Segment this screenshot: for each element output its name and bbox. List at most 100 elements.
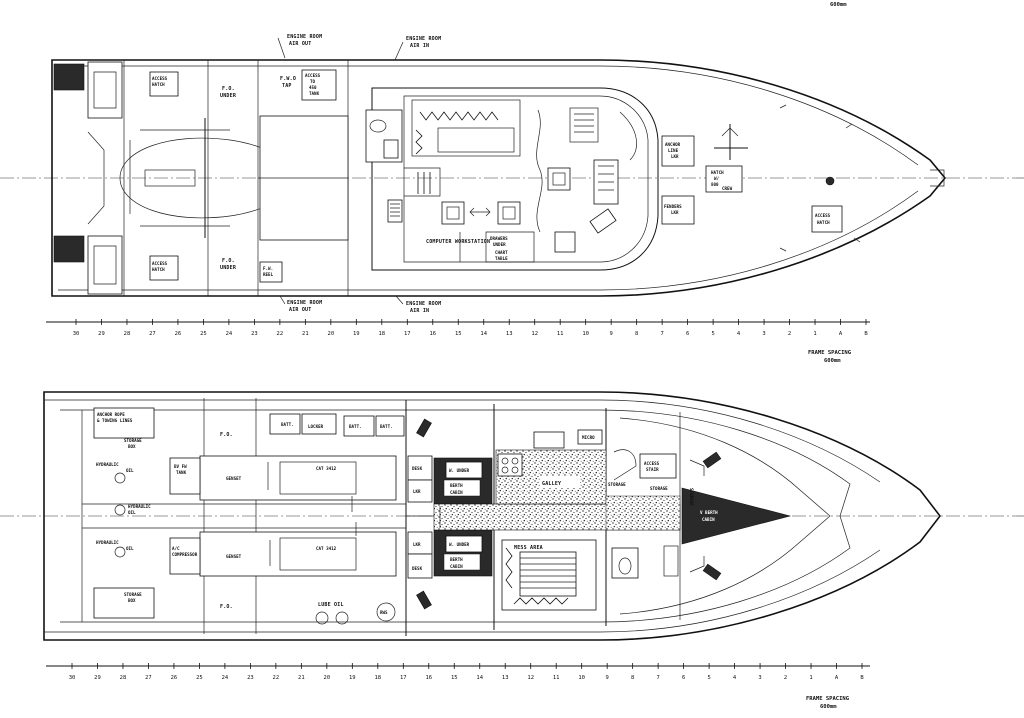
v-berth-l1: V BERTH — [700, 510, 718, 515]
plan-tick-label: 17 — [404, 331, 411, 337]
berth-bottom-l1: BERTH — [450, 557, 463, 562]
fo-under-top-l2: UNDER — [220, 93, 237, 99]
fw-reel-l2: REEL — [263, 272, 274, 277]
lower-tick-label: 7 — [656, 675, 659, 681]
hatch-crew-l2: W/ — [714, 176, 720, 181]
cat-bottom-label: CAT 3412 — [316, 546, 337, 551]
plan-tick-label: 23 — [251, 331, 258, 337]
plan-tick-label: 20 — [328, 331, 335, 337]
fo-under-top-l1: F.O. — [222, 86, 235, 92]
hydraulic-oil-top-l1: HYDRAULIC — [96, 462, 119, 467]
storage-top-l2: BOX — [128, 444, 136, 449]
lower-tick-label: 6 — [682, 675, 685, 681]
plan-frame-spacing-l1: FRAME SPACING — [808, 350, 852, 356]
genset-bottom-label: GENSET — [226, 554, 242, 559]
er-air-in-bottom-l1: ENGINE ROOM — [406, 301, 441, 307]
lower-tick-label: 14 — [476, 675, 483, 681]
lower-tick-label: 9 — [606, 675, 609, 681]
lower-tick-label: 11 — [553, 675, 560, 681]
corner-note: 600mm — [830, 2, 847, 8]
plan-tick-label: 1 — [813, 331, 816, 337]
chart-table-l1: CHART — [495, 250, 508, 255]
bv-fw-tank-l2: TANK — [176, 470, 187, 475]
lower-tick-label: 30 — [69, 675, 76, 681]
storage-side-label: STORAGE — [689, 488, 694, 506]
lower-tick-label: 26 — [171, 675, 178, 681]
plan-tick-label: 30 — [73, 331, 80, 337]
plan-tick-label: 11 — [557, 331, 564, 337]
mess-area-label: MESS AREA — [514, 545, 543, 551]
er-air-in-bottom-l2: AIR IN — [410, 308, 429, 314]
plan-tick-label: 2 — [788, 331, 791, 337]
micro-label: MICRO — [582, 435, 595, 440]
access-to-450-l1: ACCESS — [305, 73, 321, 78]
hatch-crew-l4: CREW — [722, 186, 733, 191]
plan-tick-label: 7 — [660, 331, 663, 337]
lower-deck-view: ANCHOR ROPE & TOWING LINES STORAGE BOX S… — [0, 391, 1024, 710]
fo-under-bottom-l2: UNDER — [220, 265, 237, 271]
batt-3-label: BATT. — [380, 424, 393, 429]
lower-frame-spacing-l2: 600mm — [820, 704, 837, 710]
plan-tick-label: 15 — [455, 331, 462, 337]
engine-bottom — [199, 531, 397, 577]
fo-top-label: F.O. — [220, 432, 233, 438]
cat-top-label: CAT 3412 — [316, 466, 337, 471]
plan-tick-label: 18 — [378, 331, 385, 337]
under-bottom-label: W. UNDER — [449, 542, 470, 547]
plan-tick-label: 10 — [582, 331, 589, 337]
berth-bottom-l2: CABIN — [450, 564, 463, 569]
plan-tick-label: 5 — [711, 331, 714, 337]
rws-label: RWS — [380, 610, 388, 615]
er-air-out-bottom-l1: ENGINE ROOM — [287, 300, 322, 306]
lower-tick-label: 27 — [145, 675, 152, 681]
lower-hull-outline — [43, 391, 942, 641]
fw-reel-l1: F.W. — [263, 266, 273, 271]
lower-tick-label: 25 — [196, 675, 203, 681]
hydraulic-oil-top-l2: OIL — [126, 468, 134, 473]
galley-label: GALLEY — [542, 481, 561, 487]
lower-tick-label: 21 — [298, 675, 305, 681]
lkr-top-label: LKR — [413, 489, 421, 494]
engine-top — [199, 455, 397, 501]
plan-tick-label: 29 — [98, 331, 105, 337]
bv-fw-tank-l1: BV FW — [174, 464, 187, 469]
er-air-in-top-l1: ENGINE ROOM — [406, 36, 441, 42]
plan-tick-label: 26 — [175, 331, 182, 337]
hydraulic-oil-low-l1: HYDRAULIC — [96, 540, 119, 545]
fenders-locker-l2: LKR — [671, 210, 679, 215]
fo-under-bottom-l1: F.O. — [222, 258, 235, 264]
lube-oil-label: LUBE OIL — [318, 602, 344, 608]
chart-table-l2: TABLE — [495, 256, 508, 261]
lower-tick-label: 13 — [502, 675, 509, 681]
plan-tick-label: 4 — [737, 331, 741, 337]
stern-exhaust-stbd — [53, 235, 85, 263]
plan-tick-label: 16 — [429, 331, 436, 337]
mess-table — [519, 551, 577, 597]
lower-tick-label: 15 — [451, 675, 458, 681]
access-stair-l2: STAIR — [646, 467, 659, 472]
er-air-out-bottom-l2: AIR OUT — [289, 307, 311, 313]
batt-2-label: BATT. — [349, 424, 362, 429]
plan-tick-label: 6 — [686, 331, 689, 337]
hydraulic-oil-mid-l2: OIL — [128, 510, 136, 515]
lower-tick-label: A — [835, 675, 839, 681]
v-berth-cabin — [681, 487, 792, 545]
plan-tick-label: 8 — [635, 331, 638, 337]
fenders-locker-l1: FENDERS — [664, 204, 682, 209]
desk-top-label: DESK — [412, 466, 423, 471]
access-hatch-stern-port-l2: HATCH — [152, 82, 165, 87]
plan-tick-label: B — [864, 331, 868, 337]
access-hatch-bow-l2: HATCH — [817, 220, 830, 225]
batt-1-label: BATT. — [281, 422, 294, 427]
under-top-label: W. UNDER — [449, 468, 470, 473]
access-to-450-l2: TO — [310, 79, 316, 84]
plan-tick-label: 14 — [480, 331, 487, 337]
bow-fitting-icon — [825, 176, 835, 186]
wheelhouse-outline — [371, 87, 659, 271]
desk-bottom-label: DESK — [412, 566, 423, 571]
plan-tick-label: 21 — [302, 331, 309, 337]
plan-tick-label: 19 — [353, 331, 360, 337]
berth-top-l1: BERTH — [450, 483, 463, 488]
